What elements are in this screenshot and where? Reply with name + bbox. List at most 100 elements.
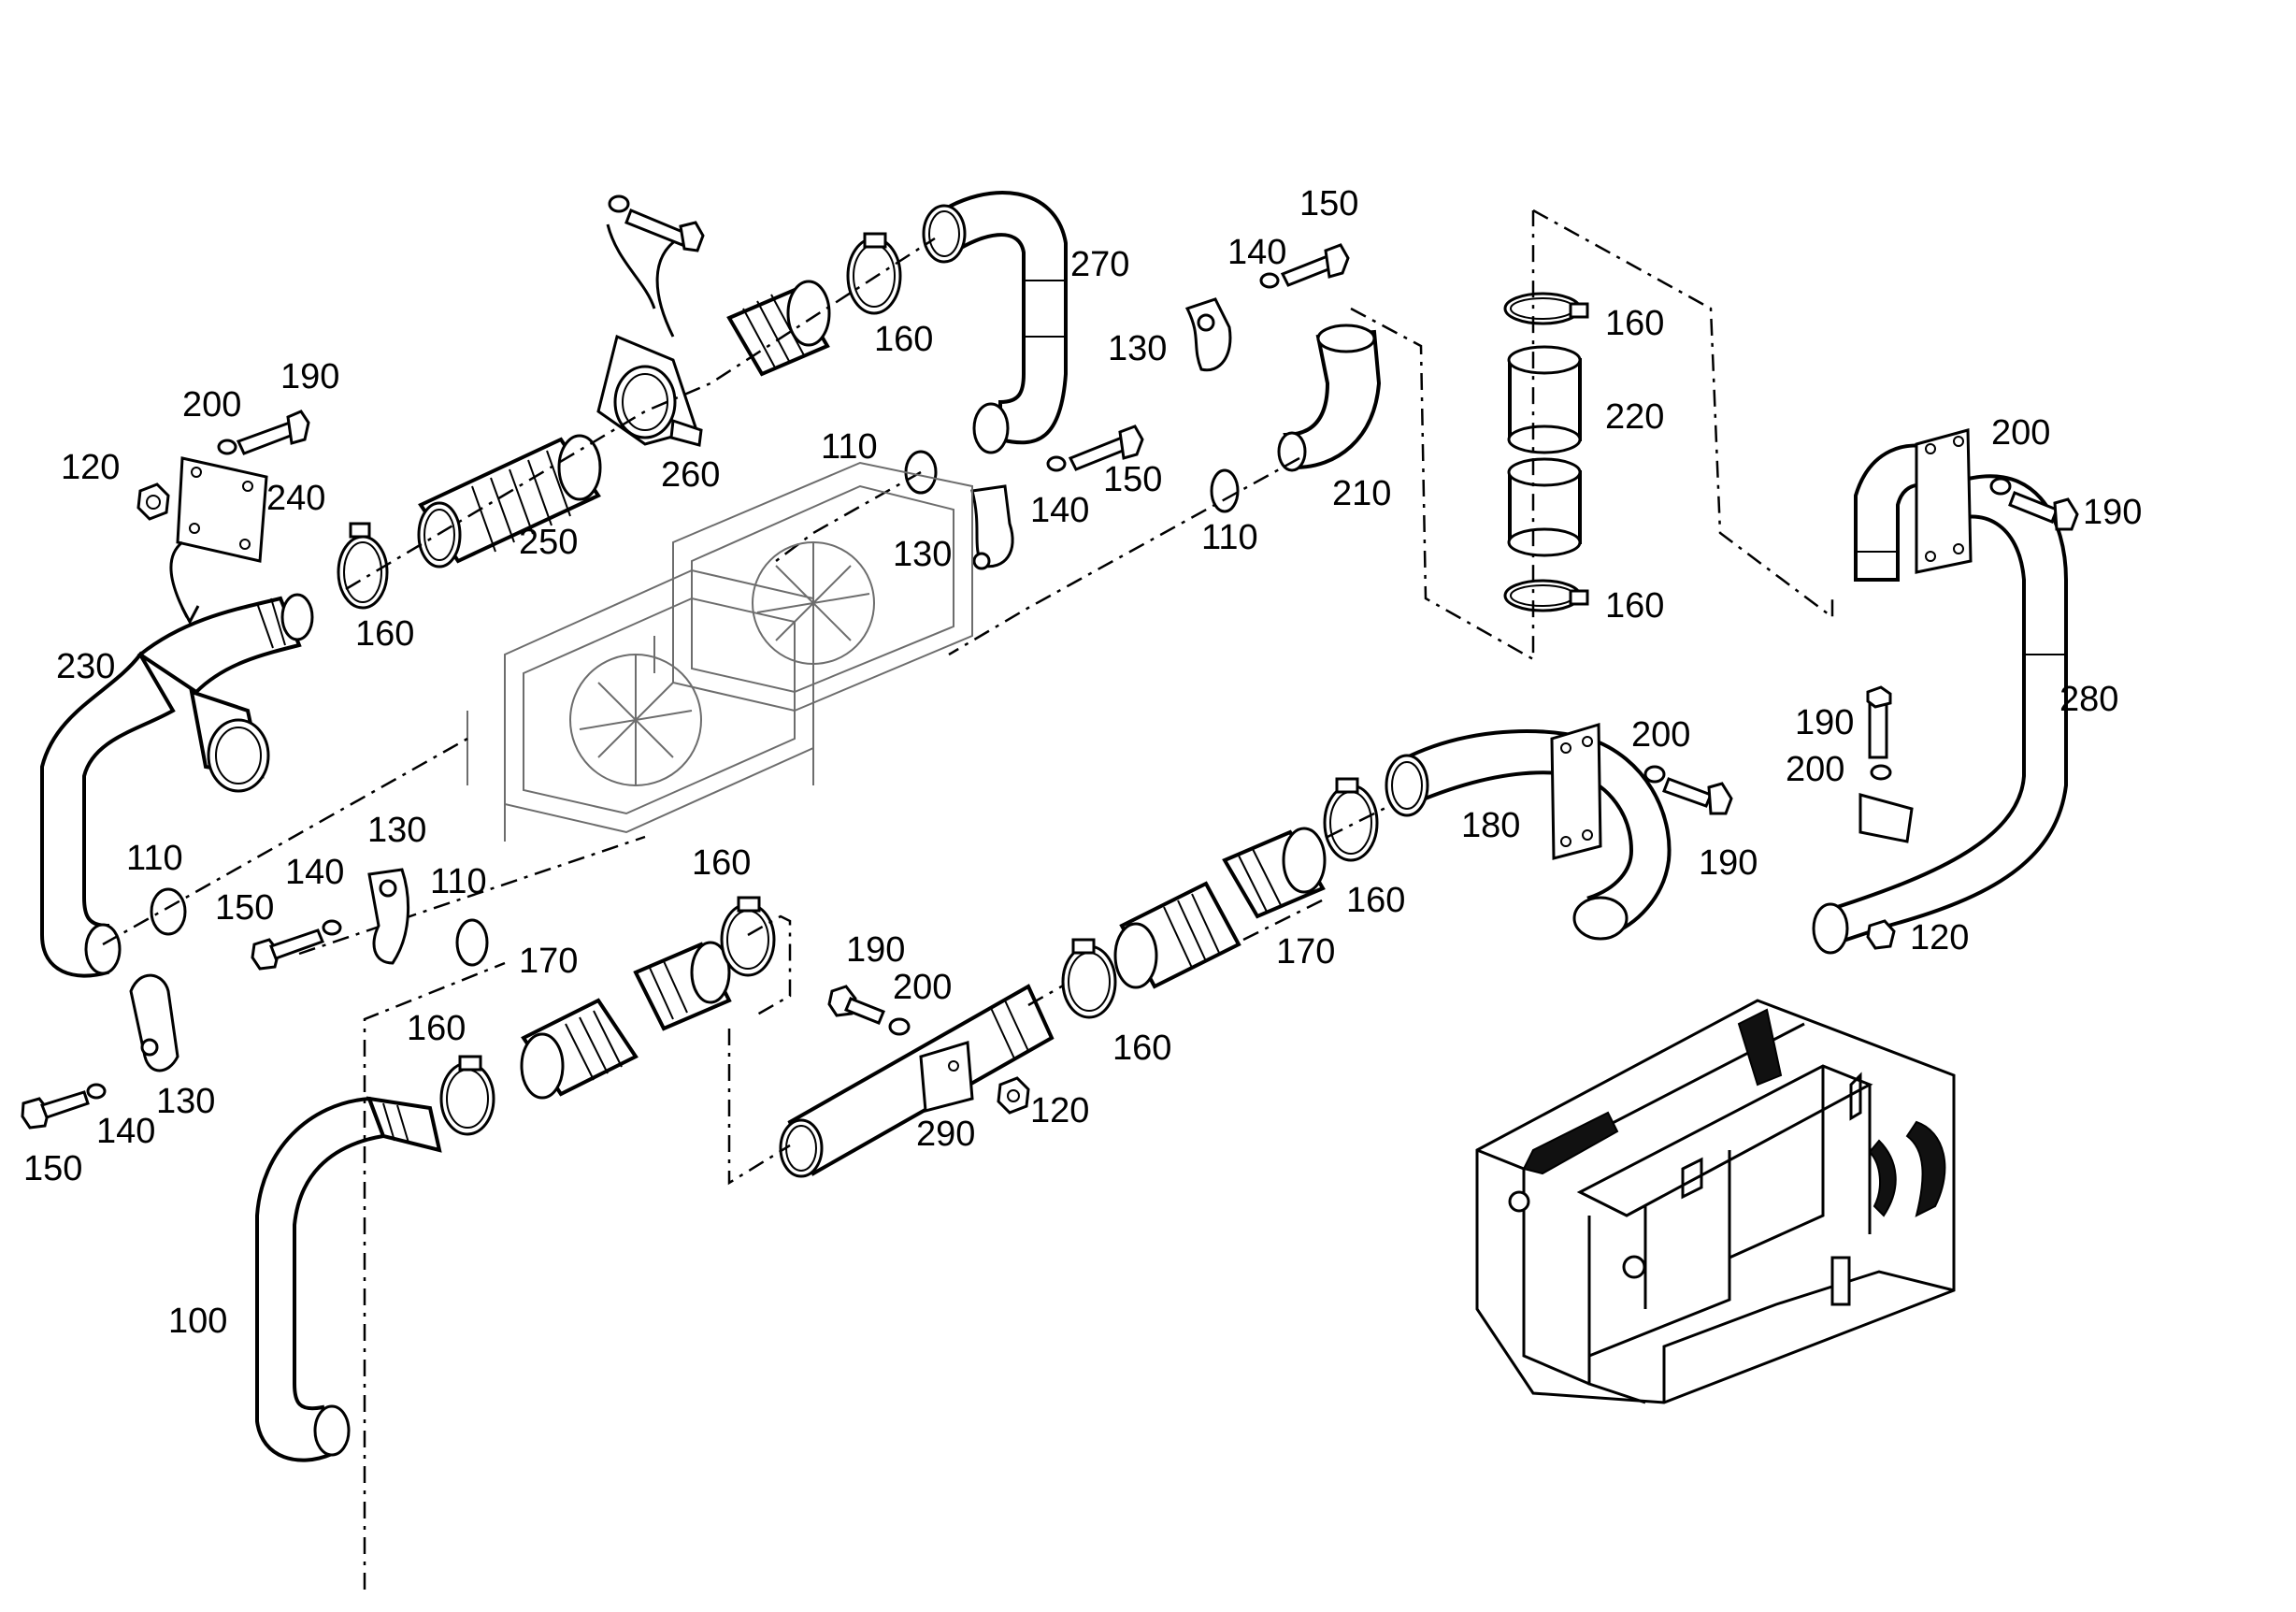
clip-130-upper-mid <box>970 484 1014 570</box>
plate-240 <box>169 456 268 626</box>
bolt-top-260 <box>608 194 705 252</box>
elbow-210 <box>1277 324 1382 472</box>
pipe-290 <box>779 984 1055 1178</box>
callout-130: 130 <box>156 1082 215 1121</box>
callout-150: 150 <box>215 888 274 928</box>
dash-bracket-bottom-center <box>727 1029 791 1186</box>
callout-160: 160 <box>355 614 414 654</box>
callout-120: 120 <box>1910 918 1969 957</box>
pipe-280 <box>1812 428 2068 955</box>
clamp-160-bottom-center <box>1061 938 1117 1019</box>
dash-line-elbow <box>1350 210 1535 662</box>
callout-100: 100 <box>168 1302 227 1341</box>
pipe-270 <box>922 191 1068 454</box>
callout-160: 160 <box>1605 304 1664 343</box>
clip-130-upper-right <box>1184 297 1232 372</box>
callout-130: 130 <box>367 811 426 850</box>
callout-150: 150 <box>1299 184 1358 223</box>
callout-120: 120 <box>61 448 120 487</box>
pipe-180 <box>1385 722 1672 941</box>
hose-upper-mid <box>726 280 831 377</box>
callout-140: 140 <box>1227 233 1286 272</box>
callout-210: 210 <box>1332 474 1391 513</box>
hose-170-lower-right-part <box>633 941 732 1031</box>
callout-260: 260 <box>661 455 720 495</box>
hose-170-bottom-center <box>1113 827 1327 989</box>
callout-160: 160 <box>1112 1029 1171 1068</box>
callout-200: 200 <box>182 385 241 425</box>
callout-190: 190 <box>1795 703 1854 742</box>
callout-200: 200 <box>1631 715 1690 755</box>
radiator-frame-ghost <box>466 461 973 842</box>
bracket-260 <box>596 223 703 447</box>
callout-240: 240 <box>266 479 325 518</box>
dash-line-210 <box>948 456 1300 656</box>
callout-110: 110 <box>1201 518 1258 557</box>
callout-200: 200 <box>1786 750 1844 789</box>
callout-160: 160 <box>874 320 933 359</box>
callout-110: 110 <box>430 862 487 901</box>
callout-110: 110 <box>821 427 878 467</box>
o-ring-110-left <box>150 887 187 936</box>
callout-140: 140 <box>1030 491 1089 530</box>
coupling-220 <box>1503 292 1589 612</box>
bolt-190-top-left <box>217 410 310 455</box>
callout-150: 150 <box>23 1149 82 1188</box>
machine-overview <box>1475 999 1956 1404</box>
callout-160: 160 <box>692 843 751 883</box>
bolt-150-lower-left <box>21 1083 107 1130</box>
callout-190: 190 <box>846 930 905 970</box>
callout-250: 250 <box>519 523 578 562</box>
callout-130: 130 <box>1108 329 1167 368</box>
callout-labels: 100 110 110 110 110 120 120 120 130 130 … <box>23 184 2142 1341</box>
bolt-150-left-mid <box>251 919 342 971</box>
nut-120-top-left <box>136 482 170 521</box>
bolt-190-bottom-center <box>827 985 911 1036</box>
callout-280: 280 <box>2059 680 2118 719</box>
clamp-160-upper-mid <box>846 232 902 315</box>
clamp-160-lower-left <box>439 1055 495 1136</box>
callout-160: 160 <box>407 1009 466 1048</box>
callout-200: 200 <box>893 968 952 1007</box>
bolt-150-upper-right <box>1259 243 1350 289</box>
nut-120-bottom-center <box>997 1076 1030 1115</box>
callout-110: 110 <box>126 839 183 878</box>
o-ring-110-upper-right <box>1210 468 1240 513</box>
callout-200: 200 <box>1991 413 2050 453</box>
callout-190: 190 <box>280 357 339 396</box>
clamp-160-upper-left <box>337 522 389 610</box>
clip-130-left-mid <box>367 868 409 965</box>
callout-290: 290 <box>916 1115 975 1154</box>
callout-190: 190 <box>2083 493 2142 532</box>
callout-150: 150 <box>1103 460 1162 499</box>
callout-170: 170 <box>1276 932 1335 972</box>
bolt-150-upper-mid <box>1046 425 1144 472</box>
callout-130: 130 <box>893 535 952 574</box>
callout-160: 160 <box>1346 881 1405 920</box>
clamp-160-center-right <box>1323 777 1379 862</box>
dash-line-coupling <box>1532 209 1834 620</box>
clip-130-lower-left <box>129 973 179 1072</box>
callout-160: 160 <box>1605 586 1664 626</box>
dash-bracket-lower-left <box>363 914 792 1590</box>
pipe-100 <box>255 1096 442 1462</box>
clamp-160-lower-mid <box>720 896 776 977</box>
callout-140: 140 <box>96 1112 155 1151</box>
hose-170-lower-left <box>520 998 639 1100</box>
callout-120: 120 <box>1030 1091 1089 1130</box>
callout-230: 230 <box>56 647 115 686</box>
o-ring-110-center <box>455 918 489 967</box>
pipe-230 <box>40 593 314 978</box>
callout-170: 170 <box>519 942 578 981</box>
callout-140: 140 <box>285 853 344 892</box>
callout-180: 180 <box>1461 806 1520 845</box>
bracket-bolt-190-right <box>1858 685 1914 950</box>
callout-270: 270 <box>1070 245 1129 284</box>
dash-line-center-ring <box>298 835 646 956</box>
bolt-190-right-top <box>1989 477 2079 531</box>
bolt-190-mid-right <box>1643 765 1733 815</box>
callout-190: 190 <box>1699 843 1758 883</box>
callout-220: 220 <box>1605 397 1664 437</box>
dash-line-bottom-right <box>1242 802 1394 942</box>
